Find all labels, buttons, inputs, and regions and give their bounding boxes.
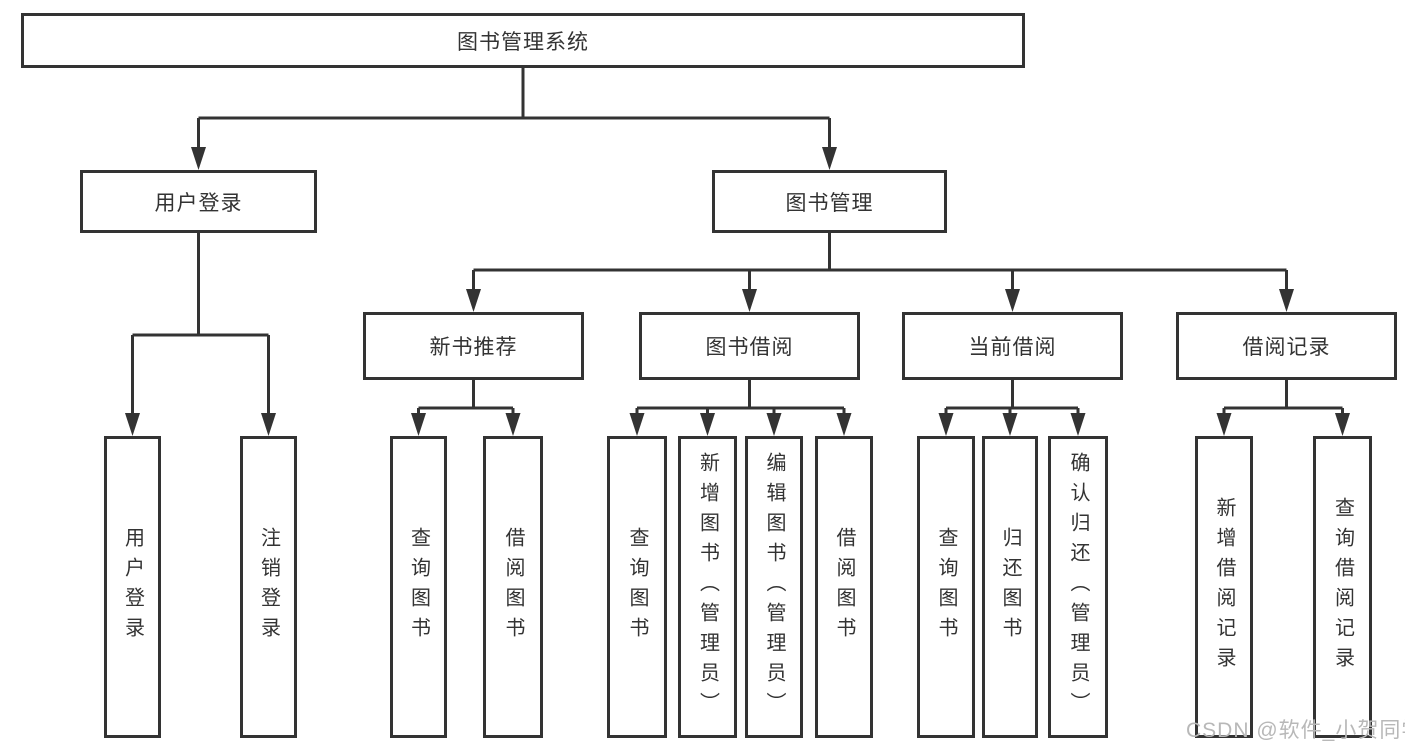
leaf-logout-label: 注销登录 [257,527,280,647]
leaf-borrow-borrow-books: 借阅图书 [815,436,873,738]
node-user-login: 用户登录 [80,170,317,233]
leaf-borrow-borrow-books-label: 借阅图书 [833,527,855,647]
node-root: 图书管理系统 [21,13,1025,68]
leaf-records-query-record-label: 查询借阅记录 [1331,497,1354,677]
node-borrow-records-label: 借阅记录 [1242,336,1331,359]
node-user-login-label: 用户登录 [154,191,243,215]
leaf-borrow-add-books-admin: 新增图书（管理员） [678,436,737,738]
leaf-user-login: 用户登录 [104,436,161,738]
csdn-watermark: CSDN @软件_小贺同学 [1186,719,1405,742]
leaf-current-query-books-label: 查询图书 [935,527,957,647]
leaf-current-query-books: 查询图书 [917,436,975,738]
node-new-book-recommend-label: 新书推荐 [429,336,518,359]
leaf-newbook-borrow-books-label: 借阅图书 [502,527,524,647]
leaf-borrow-query-books-label: 查询图书 [626,527,648,647]
node-book-borrow-label: 图书借阅 [705,336,794,359]
leaf-current-return-books: 归还图书 [982,436,1038,738]
leaf-current-confirm-return-admin-label: 确认归还（管理员） [1067,452,1089,722]
leaf-newbook-query-books-label: 查询图书 [407,527,430,647]
leaf-newbook-borrow-books: 借阅图书 [483,436,543,738]
node-book-management-label: 图书管理 [785,191,874,215]
node-book-management: 图书管理 [712,170,947,233]
node-current-borrow-label: 当前借阅 [968,336,1057,359]
leaf-records-query-record: 查询借阅记录 [1313,436,1372,738]
leaf-borrow-edit-books-admin: 编辑图书（管理员） [745,436,803,738]
leaf-current-confirm-return-admin: 确认归还（管理员） [1048,436,1108,738]
node-borrow-records: 借阅记录 [1176,312,1397,380]
leaf-borrow-add-books-admin-label: 新增图书（管理员） [696,452,719,722]
leaf-borrow-query-books: 查询图书 [607,436,667,738]
node-current-borrow: 当前借阅 [902,312,1123,380]
node-book-borrow: 图书借阅 [639,312,860,380]
leaf-current-return-books-label: 归还图书 [999,527,1021,647]
node-root-label: 图书管理系统 [457,30,589,54]
leaf-borrow-edit-books-admin-label: 编辑图书（管理员） [763,452,785,722]
leaf-user-login-label: 用户登录 [121,527,144,647]
node-new-book-recommend: 新书推荐 [363,312,584,380]
leaf-logout: 注销登录 [240,436,297,738]
leaf-newbook-query-books: 查询图书 [390,436,447,738]
leaf-records-add-record: 新增借阅记录 [1195,436,1253,738]
leaf-records-add-record-label: 新增借阅记录 [1213,497,1235,677]
